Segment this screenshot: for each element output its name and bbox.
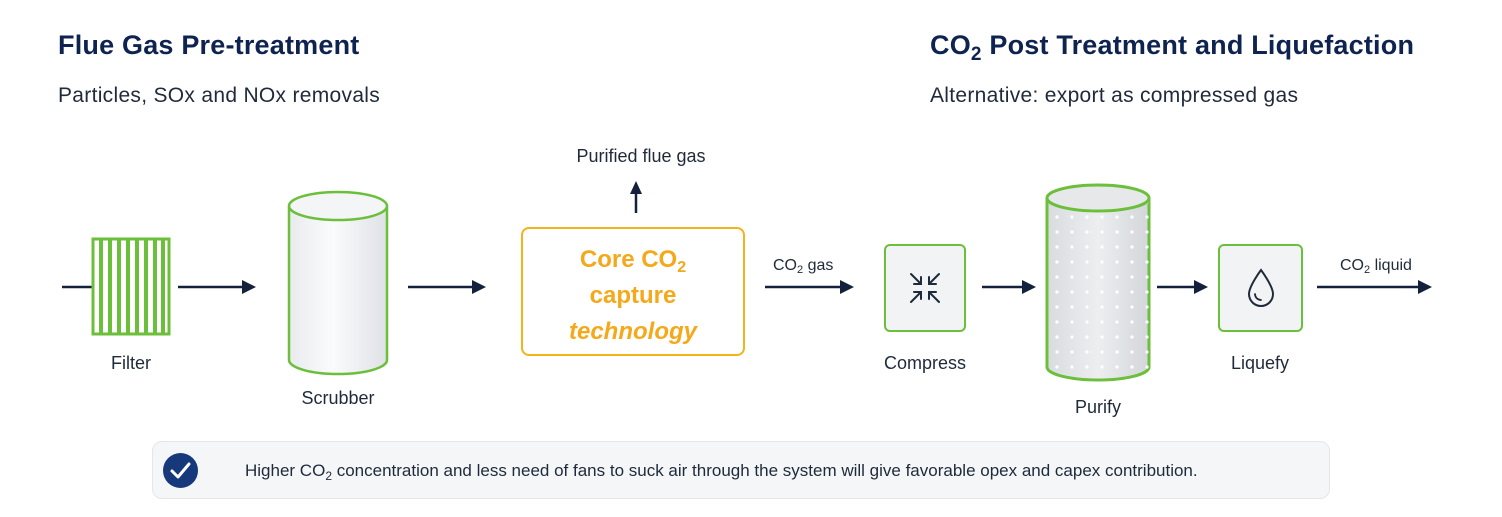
liquefy-box — [1218, 244, 1303, 332]
arrow-purified-gas-up — [630, 181, 642, 213]
notice-banner: Higher CO2 concentration and less need o… — [152, 441, 1330, 499]
filter-label: Filter — [111, 353, 151, 373]
dotted-cylinder-icon — [1045, 183, 1151, 382]
cylinder-icon — [287, 190, 389, 376]
purified-flue-gas-label: Purified flue gas — [576, 146, 706, 166]
left-section-subtitle: Particles, SOx and NOx removals — [58, 84, 381, 107]
left-section-title: Flue Gas Pre-treatment — [58, 30, 360, 60]
arrow-compress-to-purify — [982, 280, 1036, 294]
co2-liquid-label: CO2 liquid — [1340, 257, 1412, 276]
compress-arrows-icon — [910, 273, 940, 303]
co2-gas-label: CO2 gas — [773, 257, 834, 276]
arrow-core-to-compress — [765, 280, 854, 294]
compress-box — [884, 244, 966, 332]
liquefy-label: Liquefy — [1230, 353, 1290, 373]
filter-grid-icon — [91, 237, 171, 336]
scrubber-label: Scrubber — [301, 388, 375, 408]
notice-text: Higher CO2 concentration and less need o… — [245, 461, 1198, 483]
arrow-filter-to-scrubber — [178, 280, 256, 294]
purify-label: Purify — [1074, 397, 1121, 417]
arrow-liquid-outlet — [1317, 280, 1432, 294]
droplet-icon — [1247, 268, 1274, 307]
arrow-scrubber-to-core — [408, 280, 486, 294]
compress-label: Compress — [883, 353, 967, 373]
core-title-line1: Core CO2 — [579, 246, 687, 276]
core-capture-box: Core CO2 capture technology — [521, 227, 745, 356]
right-section-subtitle: Alternative: export as compressed gas — [930, 84, 1299, 107]
core-title-line3: technology — [568, 318, 697, 345]
right-section-title: CO2 Post Treatment and Liquefaction — [930, 30, 1415, 65]
core-title-line2: capture — [589, 282, 677, 309]
arrow-purify-to-liquefy — [1157, 280, 1208, 294]
check-circle-icon — [163, 453, 198, 488]
